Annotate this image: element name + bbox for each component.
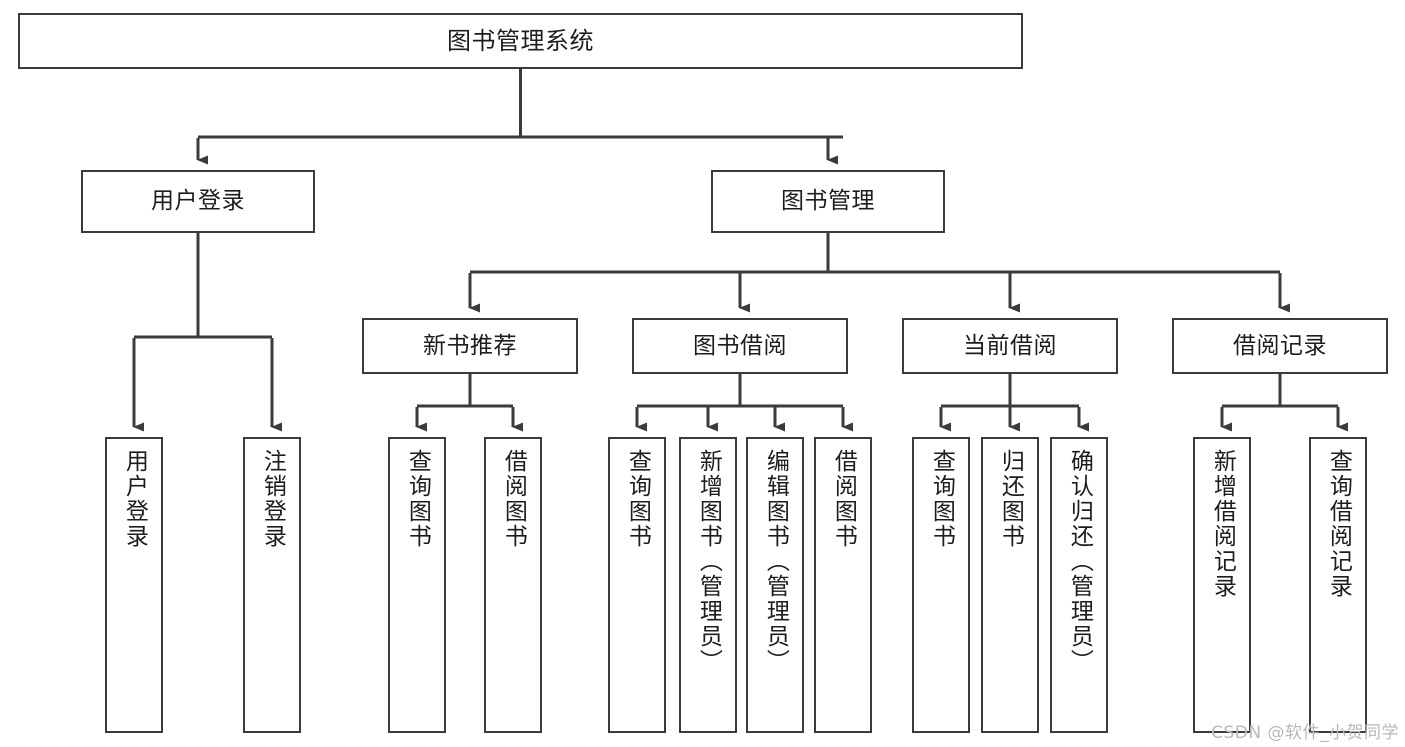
node-label: 图书借阅 (693, 332, 787, 359)
node-label: 图书管理 (781, 188, 875, 214)
node-label: 查询图书 (404, 449, 431, 549)
node-label: 新书推荐 (423, 332, 517, 359)
node-current-borrowing[interactable]: 当前借阅 (902, 318, 1118, 374)
node-book-management[interactable]: 图书管理 (711, 170, 945, 233)
node-leaf-query-record[interactable]: 查询借阅记录 (1309, 437, 1367, 733)
node-label: 确认归还（管理员） (1066, 449, 1093, 674)
node-borrowing-records[interactable]: 借阅记录 (1172, 318, 1388, 374)
node-label: 借阅图书 (500, 449, 527, 549)
node-book-borrowing[interactable]: 图书借阅 (632, 318, 848, 374)
node-label: 用户登录 (121, 449, 148, 549)
node-root-book-management-system[interactable]: 图书管理系统 (18, 13, 1023, 69)
node-leaf-add-book[interactable]: 新增图书（管理员） (679, 437, 737, 733)
node-new-book-recommendation[interactable]: 新书推荐 (362, 318, 578, 374)
node-leaf-borrow-book-1[interactable]: 借阅图书 (484, 437, 542, 733)
node-leaf-query-book-2[interactable]: 查询图书 (608, 437, 666, 733)
node-label: 编辑图书（管理员） (762, 449, 789, 674)
node-leaf-logout[interactable]: 注销登录 (243, 437, 301, 733)
node-label: 借阅记录 (1233, 332, 1327, 359)
node-label: 新增借阅记录 (1209, 449, 1236, 599)
node-label: 查询图书 (928, 449, 955, 549)
node-leaf-edit-book[interactable]: 编辑图书（管理员） (746, 437, 804, 733)
node-label: 新增图书（管理员） (695, 449, 722, 674)
node-label: 注销登录 (259, 449, 286, 549)
node-leaf-borrow-book-2[interactable]: 借阅图书 (814, 437, 872, 733)
node-label: 图书管理系统 (447, 27, 594, 55)
watermark-csdn: CSDN @软件_小贺同学 (1211, 723, 1399, 743)
node-user-login[interactable]: 用户登录 (81, 170, 315, 233)
node-leaf-confirm-return[interactable]: 确认归还（管理员） (1050, 437, 1108, 733)
node-leaf-add-record[interactable]: 新增借阅记录 (1193, 437, 1251, 733)
node-label: 查询图书 (624, 449, 651, 549)
node-label: 借阅图书 (830, 449, 857, 549)
node-leaf-user-login[interactable]: 用户登录 (105, 437, 163, 733)
node-label: 查询借阅记录 (1325, 449, 1352, 599)
node-leaf-query-book-3[interactable]: 查询图书 (912, 437, 970, 733)
node-label: 归还图书 (997, 449, 1024, 549)
node-label: 当前借阅 (963, 332, 1057, 359)
node-leaf-return-book[interactable]: 归还图书 (981, 437, 1039, 733)
node-leaf-query-book-1[interactable]: 查询图书 (388, 437, 446, 733)
node-label: 用户登录 (151, 188, 245, 214)
